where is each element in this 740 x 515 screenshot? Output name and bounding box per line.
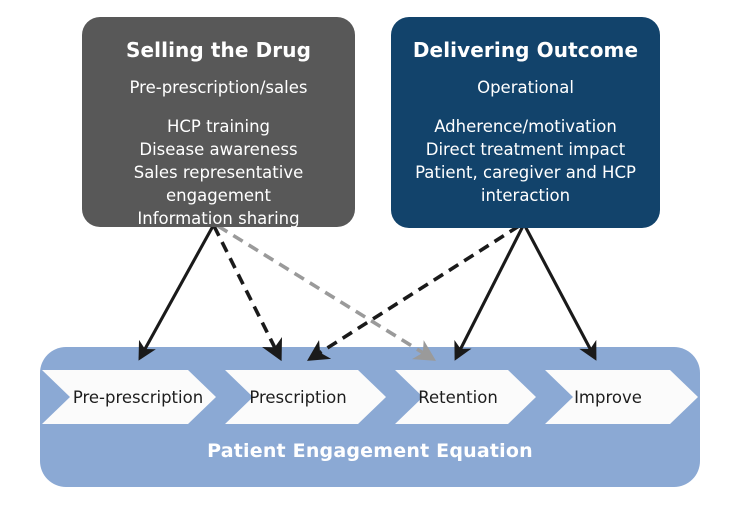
connector-selling-to-prescription — [212, 225, 282, 362]
concept-list-item: HCP training — [166, 117, 271, 136]
chevron-label-pre-prescription[interactable]: Pre-prescription — [72, 388, 204, 407]
connector-delivering-to-improve — [523, 225, 597, 361]
chevron-shape-3[interactable] — [395, 370, 536, 424]
chevron-shape-2[interactable] — [225, 370, 386, 424]
engagement-chevron-track — [42, 370, 698, 424]
chevron-shape-4[interactable] — [545, 370, 698, 424]
concept-title-delivering-outcome: Delivering Outcome — [412, 38, 639, 62]
connector-delivering-to-prescription — [307, 224, 520, 361]
connector-selling-to-pre-prescription — [138, 225, 215, 361]
concept-box-selling-the-drug[interactable]: Selling the Drug Pre-prescription/sales … — [82, 17, 355, 230]
concept-list-item: Disease awareness — [139, 140, 298, 159]
concept-list-item: Patient, caregiver and HCP interaction — [415, 163, 636, 205]
concept-list-delivering-outcome: Adherence/motivation Direct treatment im… — [401, 115, 650, 207]
connector-delivering-to-retention — [454, 225, 525, 361]
connector-selling-to-retention — [217, 224, 437, 361]
concept-subtitle-selling-the-drug: Pre-prescription/sales — [129, 78, 308, 97]
chevron-label-prescription[interactable]: Prescription — [249, 388, 347, 407]
concept-list-item: Adherence/motivation — [434, 117, 617, 136]
chevron-shape-1[interactable] — [42, 370, 216, 424]
concept-subtitle-delivering-outcome: Operational — [477, 78, 574, 97]
concept-title-selling-the-drug: Selling the Drug — [126, 38, 311, 62]
engagement-bar-caption: Patient Engagement Equation — [207, 440, 533, 462]
concept-list-item: Direct treatment impact — [425, 140, 626, 159]
chevron-label-improve[interactable]: Improve — [574, 388, 642, 407]
concept-list-item: Information sharing — [137, 209, 300, 228]
concept-list-item: Sales representative engagement — [133, 163, 304, 205]
concept-list-selling-the-drug: HCP training Disease awareness Sales rep… — [92, 115, 345, 230]
chevron-label-retention[interactable]: Retention — [418, 388, 498, 407]
concept-box-delivering-outcome[interactable]: Delivering Outcome Operational Adherence… — [391, 17, 660, 228]
